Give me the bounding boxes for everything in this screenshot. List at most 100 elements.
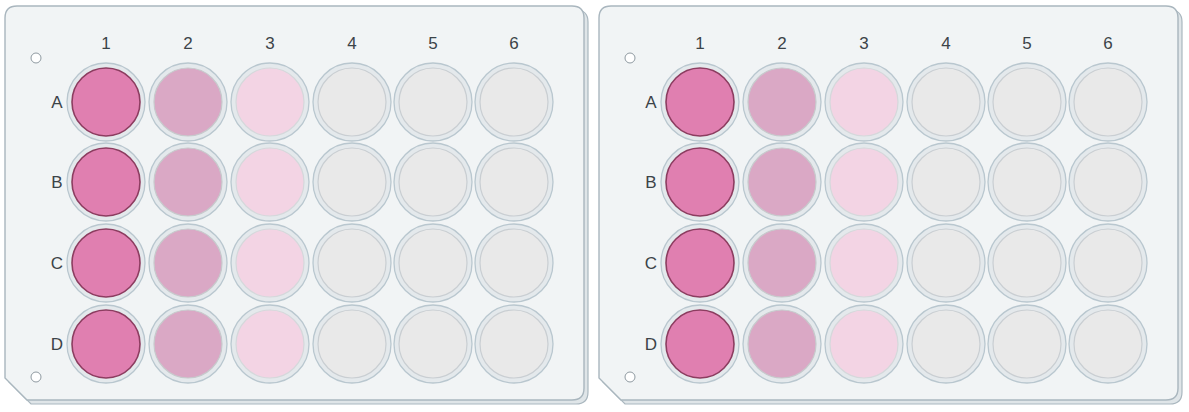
- well-rim: [67, 143, 145, 221]
- well-rim: [743, 63, 821, 141]
- well-rim: [661, 143, 739, 221]
- well-rim: [661, 224, 739, 302]
- column-label: 3: [859, 35, 868, 52]
- well-rim: [67, 63, 145, 141]
- well: [72, 310, 140, 378]
- well-rim: [149, 63, 227, 141]
- well-rim: [661, 305, 739, 383]
- well-rim: [231, 143, 309, 221]
- well-rim: [231, 224, 309, 302]
- well: [318, 148, 386, 216]
- well: [318, 229, 386, 297]
- well-rim: [1069, 224, 1147, 302]
- well: [318, 310, 386, 378]
- well-rim: [825, 143, 903, 221]
- well: [1074, 310, 1142, 378]
- plate-body: [5, 6, 584, 400]
- well-rim: [149, 305, 227, 383]
- plate-marker: [625, 53, 635, 63]
- well: [748, 68, 816, 136]
- well-rim: [988, 224, 1066, 302]
- well-rim: [475, 63, 553, 141]
- well-rim: [394, 143, 472, 221]
- well-rim: [313, 305, 391, 383]
- well-rim: [475, 143, 553, 221]
- well: [399, 229, 467, 297]
- well: [480, 229, 548, 297]
- well: [912, 68, 980, 136]
- well-rim: [743, 224, 821, 302]
- well: [993, 310, 1061, 378]
- row-label: D: [645, 336, 657, 353]
- row-label: A: [51, 94, 62, 111]
- well: [912, 229, 980, 297]
- column-label: 6: [1103, 35, 1112, 52]
- well: [399, 68, 467, 136]
- well: [72, 68, 140, 136]
- well: [666, 148, 734, 216]
- well-rim: [825, 305, 903, 383]
- well: [399, 148, 467, 216]
- column-label: 1: [101, 35, 110, 52]
- well-plate: [5, 6, 588, 404]
- well-rim: [743, 305, 821, 383]
- well-rim: [67, 224, 145, 302]
- column-label: 5: [428, 35, 437, 52]
- well: [666, 68, 734, 136]
- well: [1074, 148, 1142, 216]
- well: [236, 148, 304, 216]
- well-rim: [313, 143, 391, 221]
- column-label: 1: [695, 35, 704, 52]
- well: [72, 229, 140, 297]
- well-plate: [599, 6, 1182, 404]
- well: [748, 148, 816, 216]
- well: [830, 148, 898, 216]
- well: [993, 68, 1061, 136]
- well-rim: [907, 224, 985, 302]
- well: [72, 148, 140, 216]
- well-rim: [825, 63, 903, 141]
- well-rim: [1069, 143, 1147, 221]
- well-rim: [394, 224, 472, 302]
- well: [748, 229, 816, 297]
- well-rim: [231, 63, 309, 141]
- well: [480, 310, 548, 378]
- well-rim: [231, 305, 309, 383]
- column-label: 2: [777, 35, 786, 52]
- column-label: 3: [265, 35, 274, 52]
- well-rim: [67, 305, 145, 383]
- well-rim: [825, 224, 903, 302]
- well: [748, 310, 816, 378]
- well: [154, 310, 222, 378]
- row-label: A: [645, 94, 656, 111]
- column-label: 2: [183, 35, 192, 52]
- well-rim: [475, 224, 553, 302]
- row-label: D: [51, 336, 63, 353]
- row-label: C: [645, 255, 657, 272]
- well-rim: [313, 63, 391, 141]
- well: [399, 310, 467, 378]
- well: [236, 68, 304, 136]
- well: [318, 68, 386, 136]
- well-rim: [149, 143, 227, 221]
- plate-body: [599, 6, 1178, 400]
- well: [154, 229, 222, 297]
- column-label: 6: [509, 35, 518, 52]
- well: [666, 229, 734, 297]
- well-rim: [907, 63, 985, 141]
- well-rim: [475, 305, 553, 383]
- well: [830, 68, 898, 136]
- well: [236, 310, 304, 378]
- well-rim: [907, 305, 985, 383]
- well: [830, 310, 898, 378]
- well: [480, 68, 548, 136]
- well: [1074, 68, 1142, 136]
- well: [236, 229, 304, 297]
- well-rim: [907, 143, 985, 221]
- well: [912, 310, 980, 378]
- well-rim: [661, 63, 739, 141]
- plate-marker: [31, 53, 41, 63]
- column-label: 4: [941, 35, 950, 52]
